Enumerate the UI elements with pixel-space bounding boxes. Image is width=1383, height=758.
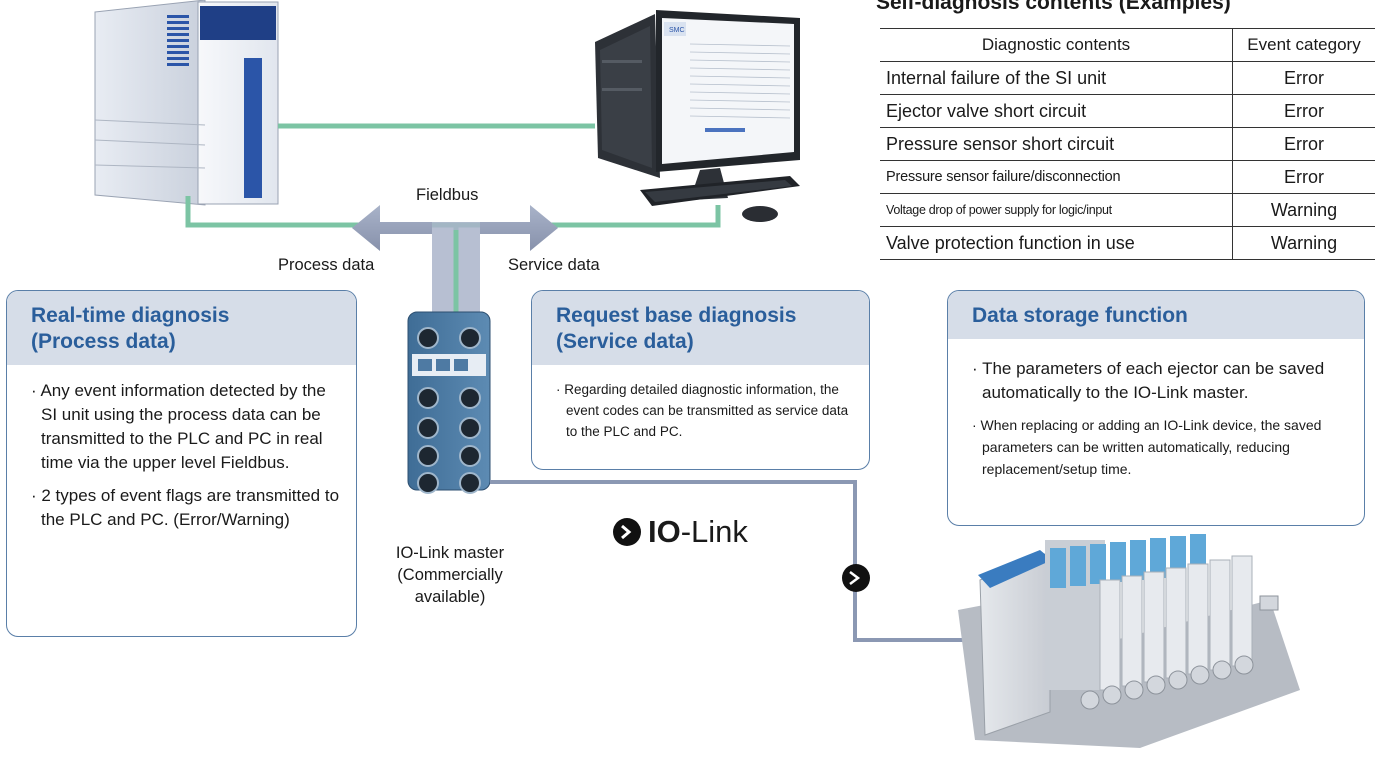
table-title: Self-diagnosis contents (Examples) <box>876 0 1231 14</box>
io-link-master-illustration <box>407 311 491 494</box>
realtime-diagnosis-card: Real-time diagnosis (Process data) · Any… <box>6 290 357 637</box>
card-bullet: · Any event information detected by the … <box>31 381 326 472</box>
pc-illustration: SMC <box>595 10 800 222</box>
table-header-cell: Event category <box>1232 28 1375 62</box>
table-cell: Pressure sensor failure/disconnection <box>880 160 1233 194</box>
data-storage-card: Data storage function · The parameters o… <box>947 290 1365 526</box>
table-cell: Valve protection function in use <box>880 226 1233 260</box>
io-link-master-label: IO-Link master (Commercially available) <box>380 542 520 608</box>
table-cell: Warning <box>1232 193 1375 227</box>
card-title: (Process data) <box>31 330 176 353</box>
card-title: (Service data) <box>556 330 694 353</box>
io-link-symbol-icon <box>842 564 870 592</box>
plc-cabinet-illustration <box>94 0 279 206</box>
table-cell: Error <box>1232 127 1375 161</box>
card-bullet: · 2 types of event flags are transmitted… <box>31 486 340 529</box>
card-body: · The parameters of each ejector can be … <box>948 339 1364 499</box>
table-row: Internal failure of the SI unit Error <box>880 61 1375 95</box>
card-header: Real-time diagnosis (Process data) <box>7 291 356 365</box>
io-link-logo-link: -Link <box>680 514 748 549</box>
ejector-manifold-illustration <box>958 534 1300 748</box>
self-diagnosis-table: Diagnostic contents Event category Inter… <box>880 28 1375 260</box>
table-cell: Ejector valve short circuit <box>880 94 1233 128</box>
card-bullet: · Regarding detailed diagnostic informat… <box>556 382 849 439</box>
io-link-master-label-line: available) <box>414 588 486 606</box>
table-cell: Error <box>1232 160 1375 194</box>
table-row: Pressure sensor failure/disconnection Er… <box>880 160 1375 194</box>
table-row: Valve protection function in use Warning <box>880 226 1375 260</box>
table-row: Ejector valve short circuit Error <box>880 94 1375 128</box>
request-base-diagnosis-card: Request base diagnosis (Service data) · … <box>531 290 870 470</box>
table-row: Pressure sensor short circuit Error <box>880 127 1375 161</box>
table-cell: Error <box>1232 61 1375 95</box>
card-body: · Regarding detailed diagnostic informat… <box>532 365 869 461</box>
io-link-logo-icon <box>613 518 641 546</box>
data-flow-arrows <box>352 205 558 324</box>
table-cell: Warning <box>1232 226 1375 260</box>
card-header: Data storage function <box>948 291 1364 339</box>
fieldbus-label: Fieldbus <box>416 186 479 204</box>
io-link-master-label-line: (Commercially <box>397 566 503 584</box>
process-data-label: Process data <box>278 256 375 274</box>
svg-text:SMC: SMC <box>669 27 685 34</box>
table-cell: Error <box>1232 94 1375 128</box>
card-title: Real-time diagnosis <box>31 304 230 327</box>
table-row: Voltage drop of power supply for logic/i… <box>880 193 1375 227</box>
iolink-line <box>490 480 1000 642</box>
table-header-row: Diagnostic contents Event category <box>880 28 1375 62</box>
card-title: Request base diagnosis <box>556 304 797 327</box>
card-header: Request base diagnosis (Service data) <box>532 291 869 365</box>
table-cell: Voltage drop of power supply for logic/i… <box>880 193 1233 227</box>
service-data-label: Service data <box>508 256 600 274</box>
card-title: Data storage function <box>972 304 1188 327</box>
table-header-cell: Diagnostic contents <box>880 28 1233 62</box>
table-cell: Pressure sensor short circuit <box>880 127 1233 161</box>
io-link-logo: IO-Link <box>612 514 748 550</box>
card-bullet: · The parameters of each ejector can be … <box>972 359 1325 402</box>
io-link-logo-io: IO <box>648 514 681 549</box>
card-body: · Any event information detected by the … <box>7 365 356 551</box>
table-cell: Internal failure of the SI unit <box>880 61 1233 95</box>
io-link-master-label-line: IO-Link master <box>395 544 505 562</box>
card-bullet: · When replacing or adding an IO-Link de… <box>972 417 1322 477</box>
